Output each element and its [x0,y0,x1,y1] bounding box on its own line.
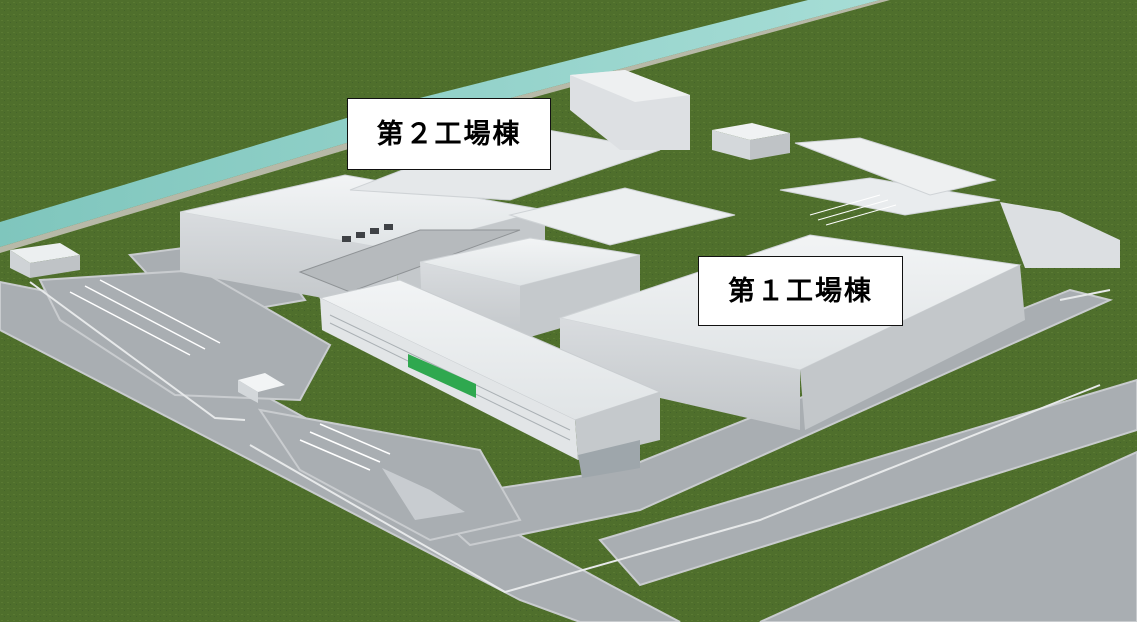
plant-1-label: 第１工場棟 [698,256,903,326]
office-wing [318,279,662,478]
outbuildings [10,123,790,520]
middle-building [419,187,736,340]
connector-bridge [298,229,521,293]
fence [29,281,1111,594]
green-glass-panels [408,354,476,398]
parking-lot [69,279,391,471]
plant-2-label: 第２工場棟 [347,98,551,170]
